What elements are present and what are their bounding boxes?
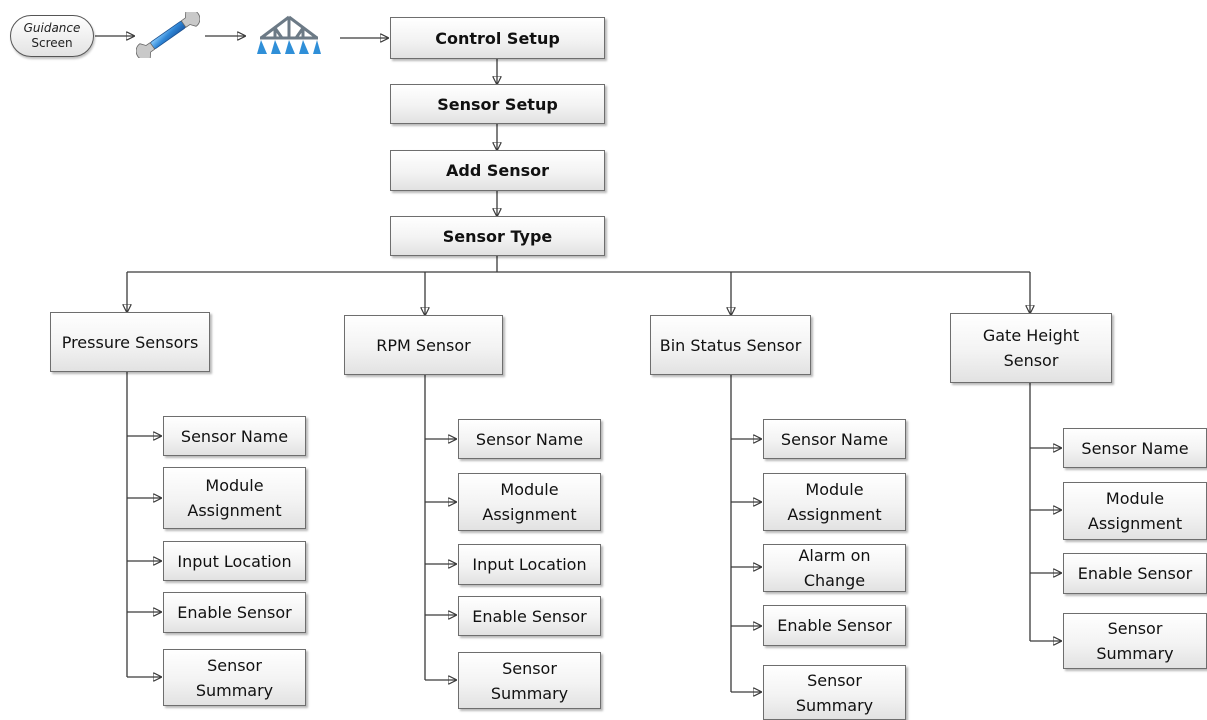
- item-label: Module Assignment: [787, 480, 882, 524]
- gate-enable-sensor-node: Enable Sensor: [1063, 553, 1207, 594]
- item-label: Enable Sensor: [472, 606, 587, 626]
- item-label: Sensor Name: [780, 429, 889, 449]
- item-label: Input Location: [177, 551, 292, 571]
- sensor-type-label: Sensor Type: [442, 226, 553, 246]
- bin-sensor-name-node: Sensor Name: [763, 419, 906, 459]
- item-label: Sensor Summary: [795, 670, 874, 715]
- item-label: Enable Sensor: [177, 603, 292, 622]
- item-label: Module Assignment: [187, 476, 282, 520]
- gate-sensor-summary-node: Sensor Summary: [1063, 613, 1207, 669]
- sprayer-boom-icon: [257, 15, 321, 54]
- rpm-sensor-summary-node: Sensor Summary: [458, 652, 601, 709]
- item-label: Sensor Summary: [1096, 619, 1174, 663]
- pressure-sensor-name-node: Sensor Name: [163, 416, 306, 456]
- bus-sensor-type: [127, 256, 1030, 273]
- item-label: Alarm on Change: [798, 546, 871, 590]
- rpm-sensor-label: RPM Sensor: [376, 335, 471, 355]
- bin-sensor-summary-node: Sensor Summary: [763, 665, 906, 720]
- rpm-input-location-node: Input Location: [458, 544, 601, 585]
- gate-sensor-name-node: Sensor Name: [1063, 428, 1207, 468]
- sensor-setup-node: Sensor Setup: [390, 84, 605, 124]
- bin-status-sensor-node: Bin Status Sensor: [650, 315, 811, 375]
- wrench-icon: [136, 12, 200, 58]
- pressure-enable-sensor-node: Enable Sensor: [163, 592, 306, 633]
- control-setup-node: Control Setup: [390, 17, 605, 59]
- gate-height-sensor-label: Gate Height Sensor: [982, 326, 1080, 370]
- rpm-sensor-node: RPM Sensor: [344, 315, 503, 375]
- item-label: Module Assignment: [482, 480, 577, 524]
- item-label: Enable Sensor: [777, 616, 892, 635]
- item-label: Module Assignment: [1087, 489, 1183, 533]
- rpm-module-assignment-node: Module Assignment: [458, 473, 601, 531]
- gate-module-assignment-node: Module Assignment: [1063, 482, 1207, 540]
- bin-module-assignment-node: Module Assignment: [763, 473, 906, 531]
- guidance-screen-line1: Guidance: [23, 21, 81, 35]
- pressure-input-location-node: Input Location: [163, 541, 306, 581]
- item-label: Enable Sensor: [1077, 564, 1193, 583]
- item-label: Sensor Summary: [195, 655, 274, 700]
- item-label: Sensor Name: [180, 426, 289, 446]
- rpm-enable-sensor-node: Enable Sensor: [458, 596, 601, 636]
- bin-enable-sensor-node: Enable Sensor: [763, 605, 906, 646]
- pressure-module-assignment-node: Module Assignment: [163, 467, 306, 529]
- sensor-setup-label: Sensor Setup: [437, 94, 558, 114]
- add-sensor-label: Add Sensor: [445, 161, 550, 180]
- bin-alarm-on-change-node: Alarm on Change: [763, 544, 906, 592]
- add-sensor-node: Add Sensor: [390, 150, 605, 191]
- sensor-type-node: Sensor Type: [390, 216, 605, 256]
- item-label: Sensor Summary: [490, 658, 569, 703]
- control-setup-label: Control Setup: [435, 28, 560, 48]
- pressure-sensors-label: Pressure Sensors: [61, 332, 199, 352]
- guidance-screen-line2: Screen: [31, 36, 73, 50]
- gate-height-sensor-node: Gate Height Sensor: [950, 313, 1112, 383]
- pressure-sensors-node: Pressure Sensors: [50, 312, 210, 372]
- guidance-screen-node: Guidance Screen: [10, 15, 94, 57]
- rpm-sensor-name-node: Sensor Name: [458, 419, 601, 459]
- item-label: Input Location: [472, 555, 587, 574]
- pressure-sensor-summary-node: Sensor Summary: [163, 649, 306, 706]
- item-label: Sensor Name: [1081, 438, 1189, 458]
- bin-status-sensor-label: Bin Status Sensor: [659, 335, 802, 355]
- item-label: Sensor Name: [475, 429, 584, 449]
